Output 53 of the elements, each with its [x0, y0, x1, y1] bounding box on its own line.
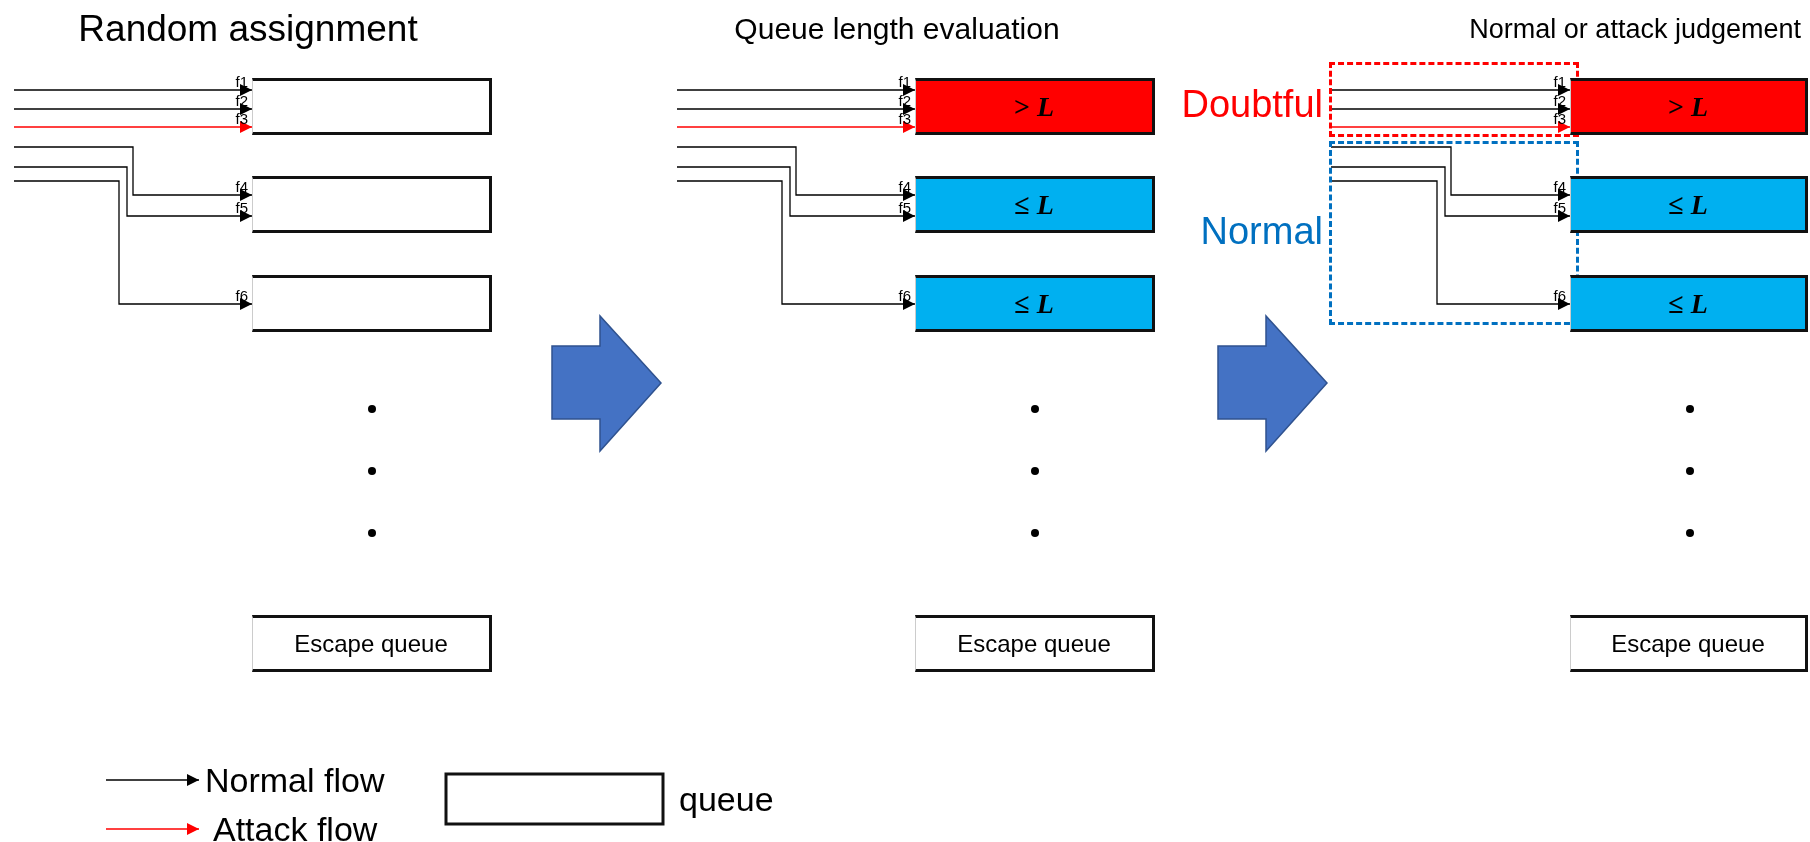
flow-arrow	[676, 84, 916, 96]
flow-arrow	[676, 146, 916, 201]
legend-label: Attack flow	[213, 809, 378, 842]
queue-length-label: ≤ L	[1014, 287, 1054, 320]
legend-label: Normal flow	[205, 760, 385, 800]
queue-length-label: ≤ L	[1668, 188, 1708, 221]
queue-length-label: ≤ L	[1668, 287, 1708, 320]
flow-arrow	[1330, 180, 1571, 310]
flow-arrow	[13, 121, 253, 133]
queue-length-label: > L	[1667, 90, 1709, 123]
flow-arrow	[13, 146, 253, 201]
queue-box	[252, 176, 492, 233]
edge-label: f4	[1553, 179, 1566, 194]
flow-arrow	[13, 180, 253, 310]
edge-label: f4	[235, 179, 248, 194]
flow-arrow	[1330, 146, 1571, 201]
queue-length-label: > L	[1013, 90, 1055, 123]
queue-box	[915, 275, 1155, 332]
queue-box	[1570, 176, 1808, 233]
edge-label: f4	[898, 179, 911, 194]
group-label: Normal	[1200, 209, 1323, 253]
flow-arrow	[676, 121, 916, 133]
queue-label: Escape queue	[294, 629, 448, 658]
queue-label: Escape queue	[957, 629, 1111, 658]
group-label: Doubtful	[1181, 82, 1323, 126]
flow-arrow	[1330, 121, 1571, 133]
queue-box	[252, 275, 492, 332]
flow-arrow	[676, 103, 916, 115]
queue-box	[252, 78, 492, 135]
escape-queue-box	[915, 615, 1155, 672]
queue-box	[915, 78, 1155, 135]
edge-label: f3	[235, 111, 248, 126]
flow-arrow	[13, 84, 253, 96]
flow-arrow	[1330, 166, 1571, 222]
queue-box	[1570, 78, 1808, 135]
escape-queue-box	[252, 615, 492, 672]
flow-arrow	[676, 180, 916, 310]
queue-box	[1570, 275, 1808, 332]
flow-arrow	[1330, 103, 1571, 115]
queue-length-label: ≤ L	[1014, 188, 1054, 221]
panel-title: Normal or attack judgement	[1469, 13, 1801, 45]
flow-arrow	[13, 166, 253, 222]
queue-label: Escape queue	[1611, 629, 1765, 658]
edge-label: f3	[898, 111, 911, 126]
flow-arrow	[1330, 84, 1571, 96]
panel-title: Random assignment	[78, 8, 418, 50]
queue-box	[915, 176, 1155, 233]
legend-label: queue	[679, 779, 774, 819]
flow-arrow	[676, 166, 916, 222]
edge-label: f3	[1553, 111, 1566, 126]
flow-arrow	[13, 103, 253, 115]
escape-queue-box	[1570, 615, 1808, 672]
panel-title: Queue length evaluation	[734, 12, 1060, 46]
